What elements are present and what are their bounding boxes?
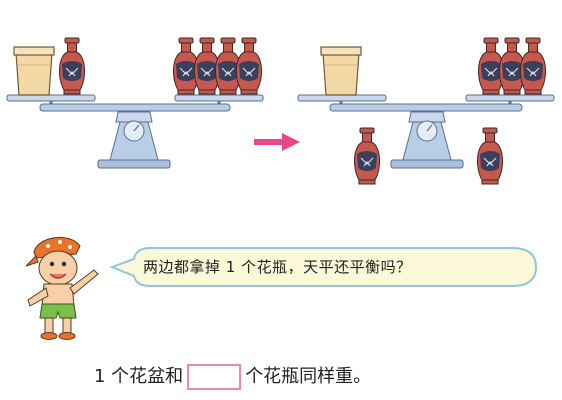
speech-bubble-text: 两边都拿掉 1 个花瓶，天平还平衡吗？ [143, 258, 412, 276]
right-pan-right [465, 94, 555, 102]
question-suffix: 个花瓶同样重。 [245, 366, 372, 387]
vase-icon [235, 37, 263, 95]
left-beam [39, 103, 231, 112]
vase-icon [353, 127, 381, 185]
balance-scale-left [6, 37, 264, 169]
speech-bubble [109, 247, 538, 287]
right-pan-left [297, 94, 387, 102]
left-pan-right [174, 94, 264, 102]
vase-icon [58, 37, 86, 95]
cartoon-boy-icon [25, 236, 99, 340]
question-prefix: 1 个花盆和 [94, 366, 184, 387]
flowerpot-icon [320, 46, 362, 96]
answer-box[interactable] [187, 364, 242, 390]
balance-scale-right [297, 37, 555, 185]
fill-in-question: 1 个花盆和 个花瓶同样重。 [94, 362, 371, 392]
right-beam [329, 103, 523, 112]
right-arrow-icon [254, 133, 300, 151]
left-pan-left [6, 94, 96, 102]
vase-icon [519, 37, 547, 95]
vase-icon [476, 127, 504, 185]
flowerpot-icon [13, 46, 55, 96]
